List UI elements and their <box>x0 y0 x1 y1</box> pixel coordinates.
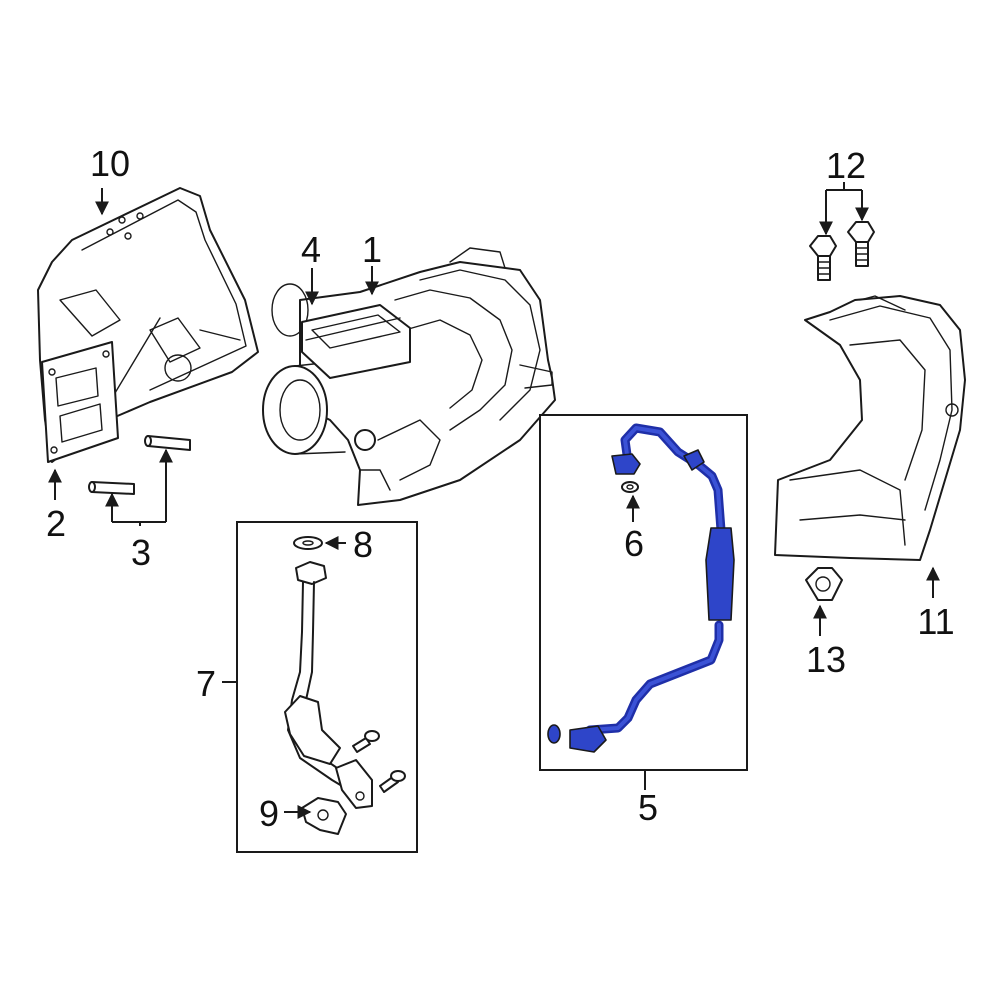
callout-5: 5 <box>638 787 658 828</box>
leader-lines <box>48 182 940 819</box>
oil-line-7[interactable] <box>284 561 373 809</box>
callout-8: 8 <box>353 524 373 565</box>
gasket-6[interactable] <box>621 481 639 493</box>
bolt-12a[interactable] <box>809 235 837 281</box>
callout-3: 3 <box>131 532 151 573</box>
gasket-9[interactable] <box>301 797 347 835</box>
gasket-4[interactable] <box>301 304 411 379</box>
callout-12: 12 <box>826 145 866 186</box>
oil-return-line-5[interactable] <box>547 423 735 753</box>
heat-shield-right[interactable] <box>774 295 966 561</box>
dowel-pin-3b[interactable] <box>144 435 191 451</box>
bolt-7a[interactable] <box>352 730 380 753</box>
callout-4: 4 <box>301 229 321 270</box>
callout-10: 10 <box>90 143 130 184</box>
nut-13[interactable] <box>805 567 843 601</box>
bolt-7b[interactable] <box>379 770 406 793</box>
box-7 <box>236 521 418 853</box>
callout-6: 6 <box>624 523 644 564</box>
dowel-pin-3a[interactable] <box>88 481 135 495</box>
washer-8[interactable] <box>293 536 323 550</box>
callout-9: 9 <box>259 793 279 834</box>
bolt-12b[interactable] <box>847 221 875 267</box>
callout-2: 2 <box>46 503 66 544</box>
gasket-2[interactable] <box>41 341 119 463</box>
callout-7: 7 <box>196 663 216 704</box>
callout-11: 11 <box>917 601 954 642</box>
callout-13: 13 <box>806 639 846 680</box>
turbocharger[interactable] <box>262 247 556 506</box>
callout-1: 1 <box>362 229 382 270</box>
